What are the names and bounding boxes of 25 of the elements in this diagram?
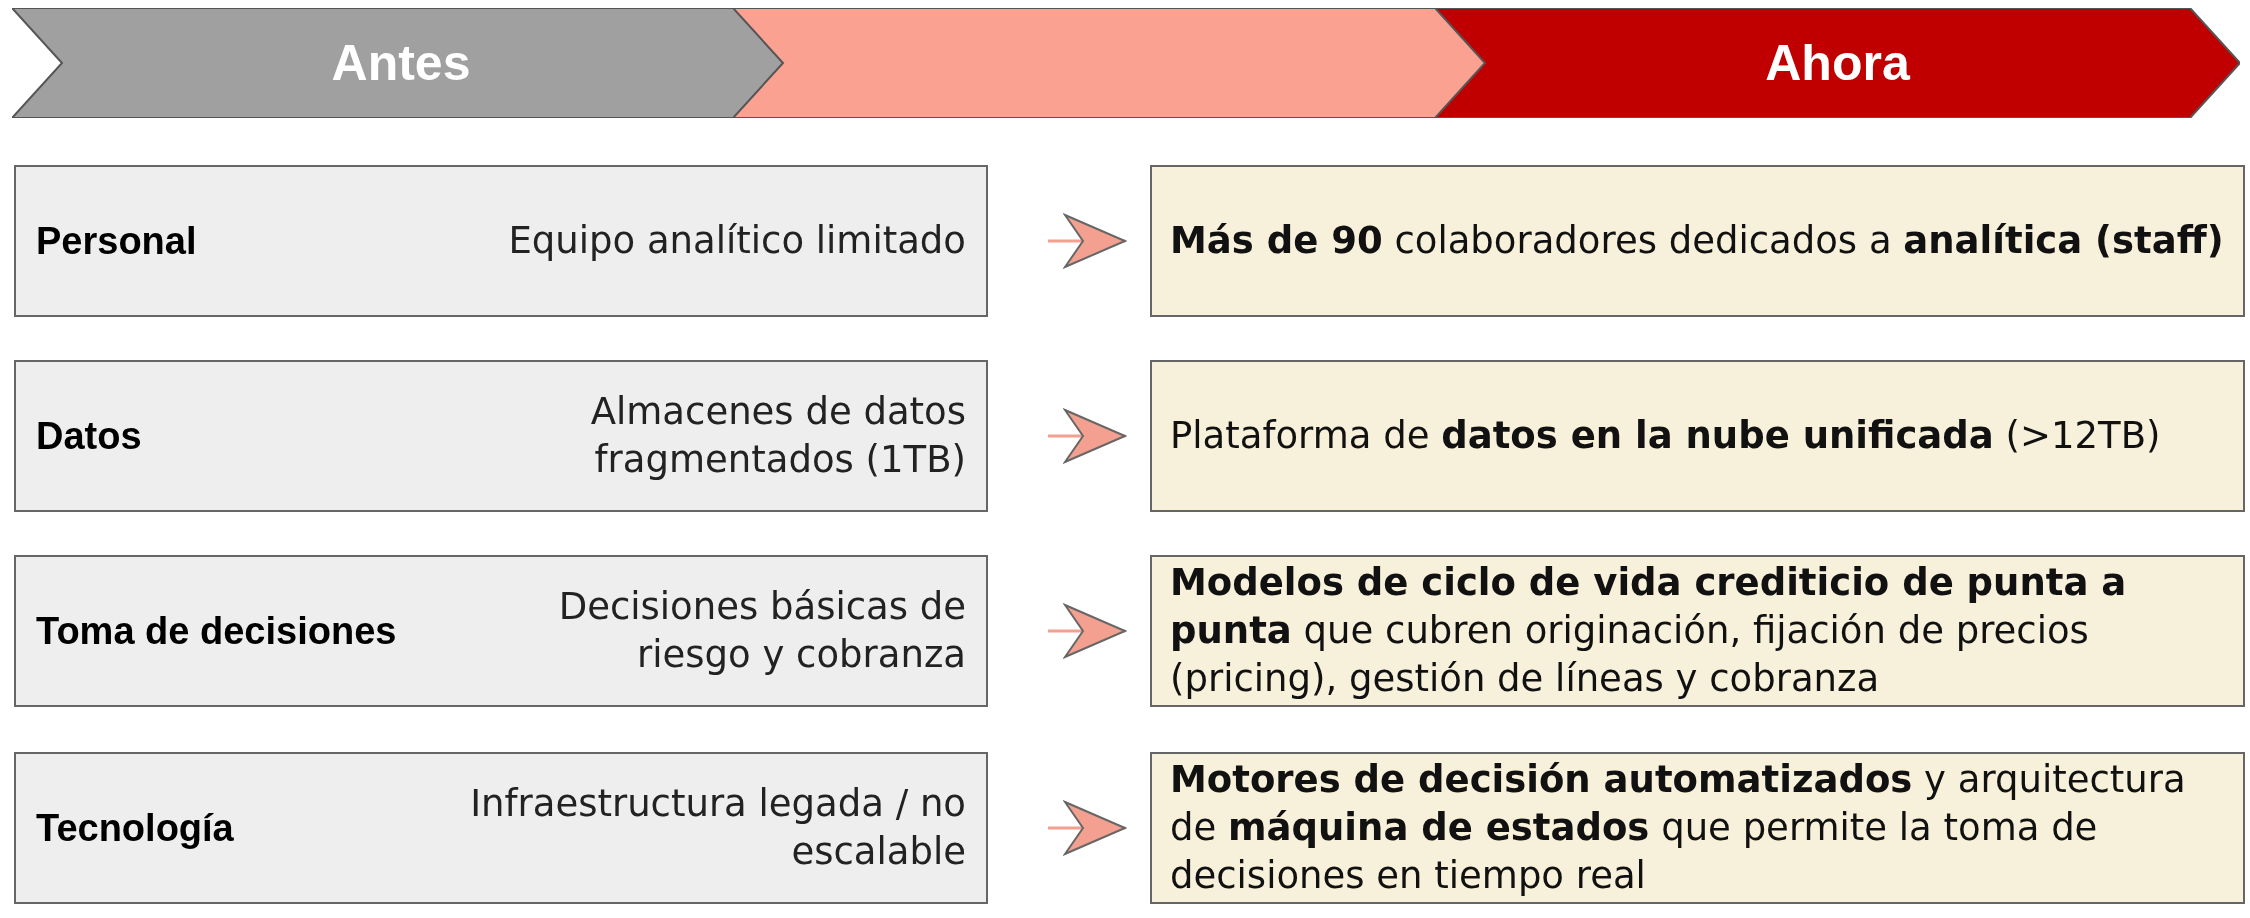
category-card — [14, 360, 988, 512]
category-heading: Personal — [36, 219, 197, 263]
category-card — [14, 752, 988, 904]
result-card — [1150, 555, 2245, 707]
result-card — [1150, 165, 2245, 317]
result-card — [1150, 360, 2245, 512]
arrow — [1048, 409, 1126, 463]
category-card — [14, 555, 988, 707]
arrow — [1048, 214, 1126, 268]
description-text: Equipo analítico limitado — [508, 218, 966, 264]
result-text: Plataforma de datos en la nube unificada (>12TB) — [1170, 413, 2161, 459]
arrow — [1048, 604, 1126, 658]
result-text: Más de 90 colaboradores dedicados a analítica (staff) — [1170, 218, 2224, 264]
result-text: Modelos de ciclo de vida crediticio de punta a punta que cubren originación, fijación de precios (pricing), gestión de líneas y cobranza — [1170, 560, 2128, 702]
arrow — [1048, 801, 1126, 855]
banner-heading: Ahora — [1765, 34, 1910, 92]
result-text: Motores de decisión automatizados y arquitectura de máquina de estados que permite la toma de decisiones en tiempo real — [1170, 757, 2187, 899]
description-text: Decisiones básicas de riesgo y cobranza — [557, 584, 966, 678]
category-heading: Datos — [36, 414, 142, 458]
banner-heading: Antes — [331, 34, 471, 92]
category-heading: Tecnología — [36, 806, 234, 850]
category-heading: Toma de decisiones — [36, 609, 397, 653]
description-text: Almacenes de datos fragmentados (1TB) — [589, 389, 966, 483]
description-text: Infraestructura legada / no escalable — [469, 781, 966, 875]
category-card — [14, 165, 988, 317]
